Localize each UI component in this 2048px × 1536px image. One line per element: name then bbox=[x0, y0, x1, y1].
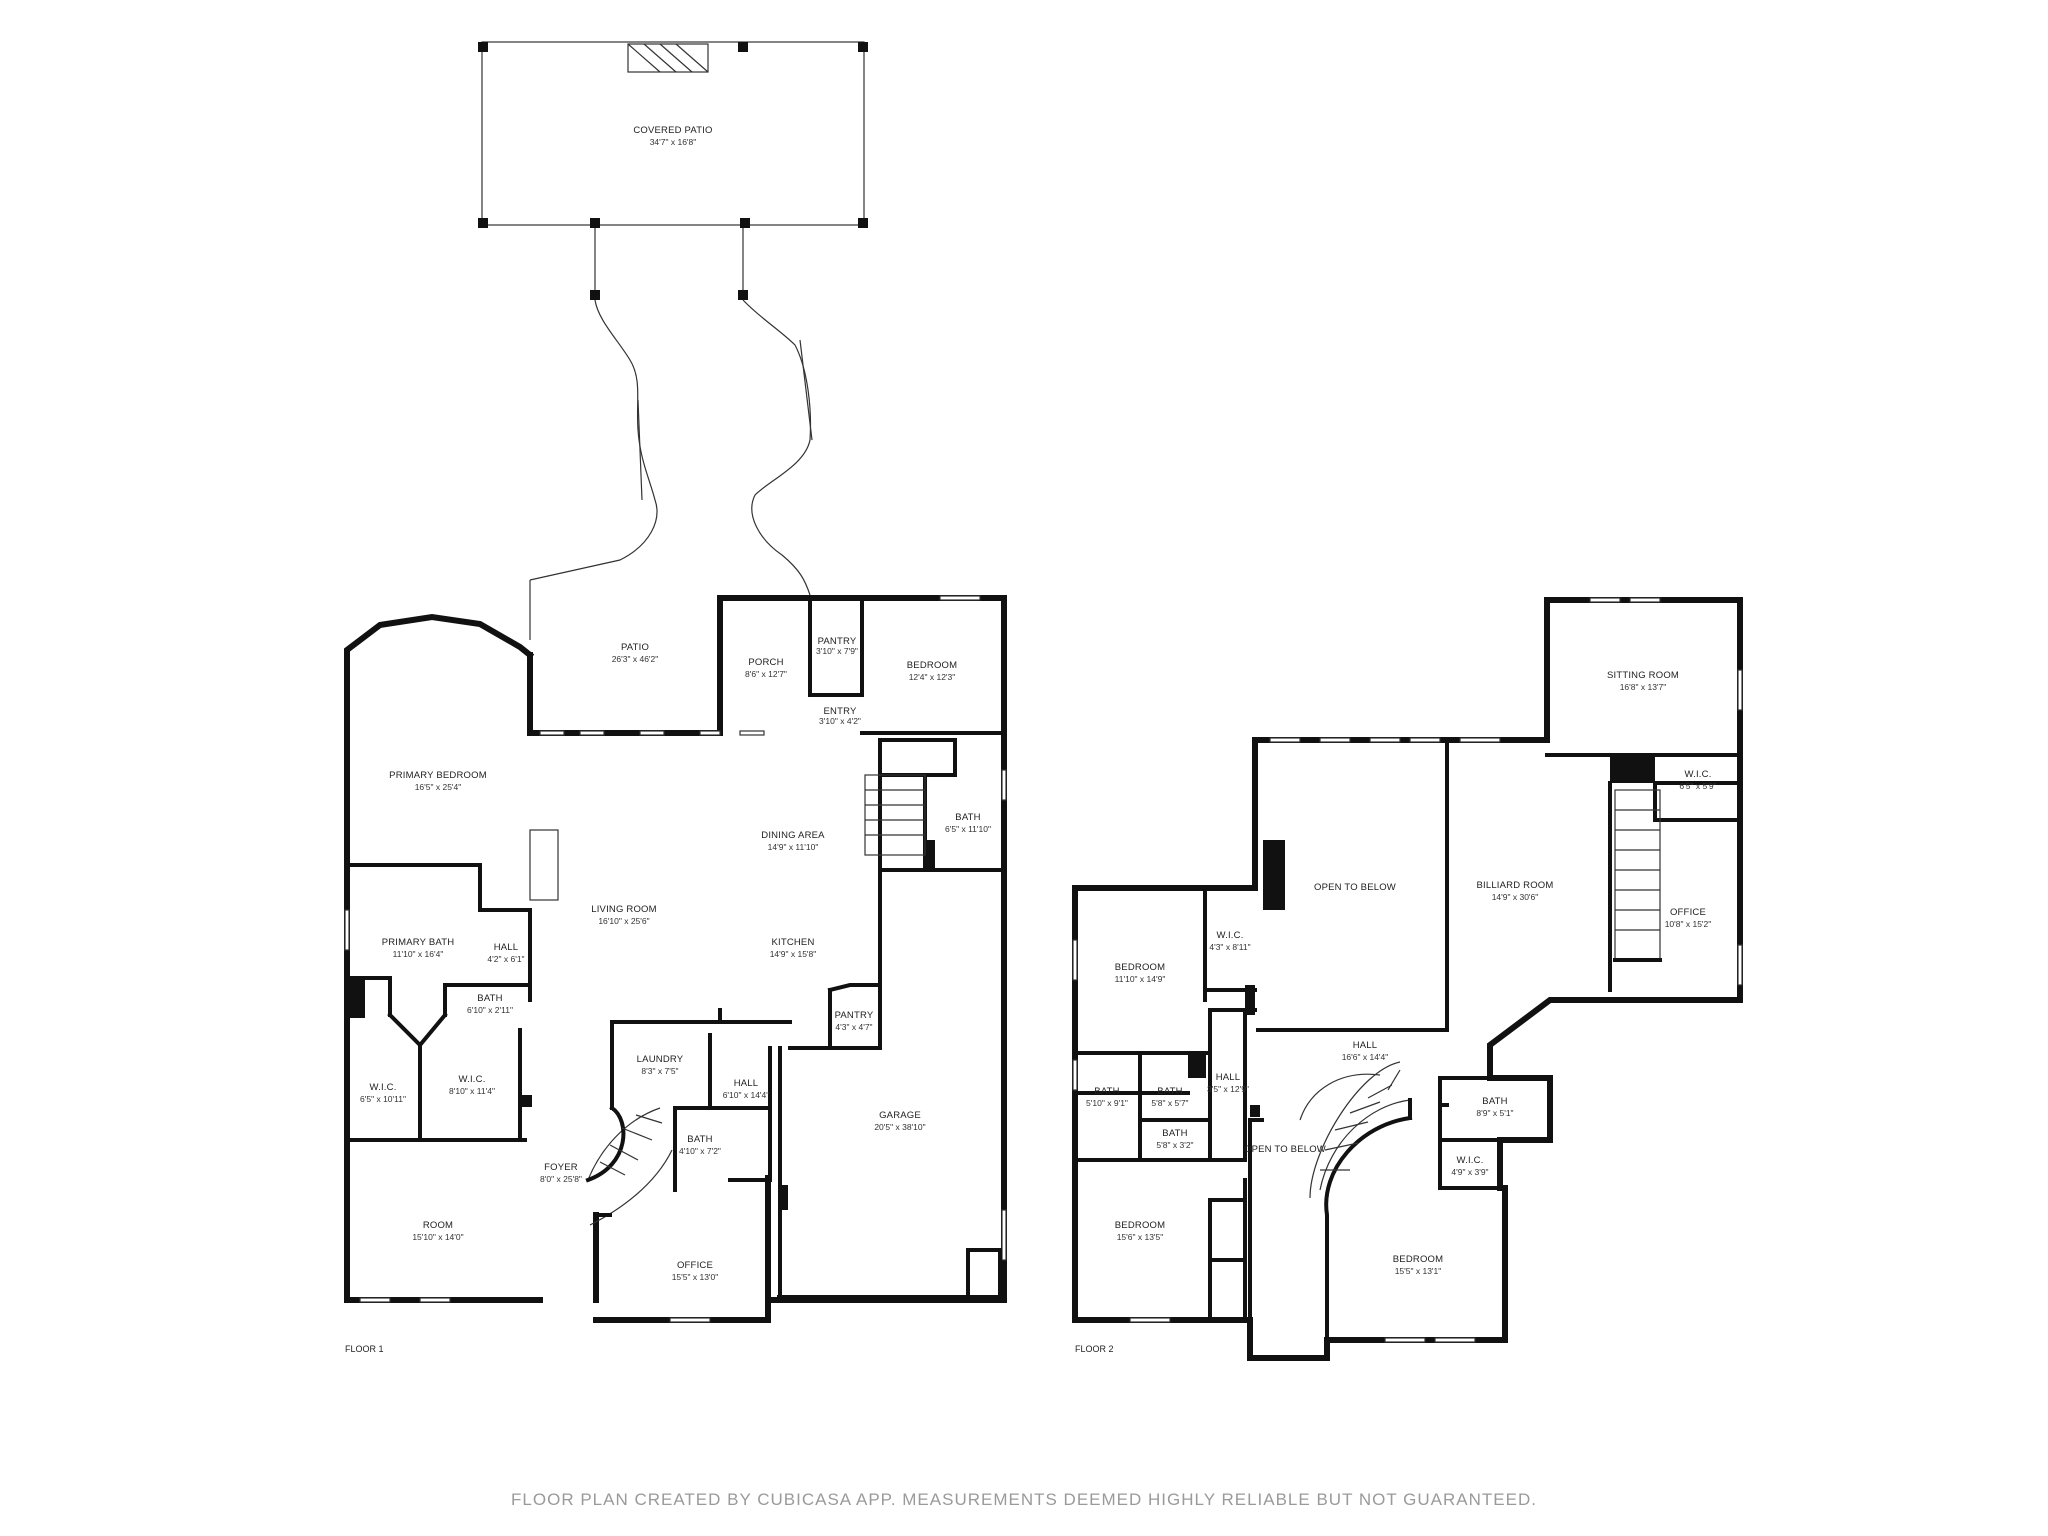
bath-5-name: BATH bbox=[1157, 1086, 1182, 1097]
wic-5-dim: 4'9" x 3'9" bbox=[1451, 1167, 1488, 1177]
pantry-1-dim: 3'10" x 7'9" bbox=[816, 646, 858, 656]
office-1-dim: 15'5" x 13'0" bbox=[672, 1272, 719, 1282]
primary-bath-dim: 11'10" x 16'4" bbox=[393, 949, 444, 959]
patio-name: PATIO bbox=[621, 642, 649, 653]
pantry-2-dim: 4'3" x 4'7" bbox=[835, 1022, 872, 1032]
floor-2: SITTING ROOM 16'8" x 13'7" W.I.C. 6'5" x… bbox=[1072, 597, 1743, 1361]
floor-1-label: FLOOR 1 bbox=[345, 1344, 384, 1354]
garage-dim: 20'5" x 38'10" bbox=[874, 1122, 925, 1132]
bath-2-name: BATH bbox=[477, 993, 502, 1004]
hall-1-dim: 4'2" x 6'1" bbox=[487, 954, 524, 964]
patio-path bbox=[529, 299, 813, 640]
dining-area-name: DINING AREA bbox=[761, 830, 825, 841]
floor-1-labels: COVERED PATIO 34'7" x 16'8" PATIO 26'3" … bbox=[345, 125, 991, 1354]
laundry-dim: 8'3" x 7'5" bbox=[641, 1066, 678, 1076]
covered-patio-name: COVERED PATIO bbox=[633, 125, 712, 136]
living-room-name: LIVING ROOM bbox=[591, 904, 657, 915]
floor-2-interior bbox=[1073, 738, 1742, 1342]
bath-4-name: BATH bbox=[1094, 1086, 1119, 1097]
living-room-dim: 16'10" x 25'6" bbox=[598, 916, 649, 926]
room-dim: 15'10" x 14'0" bbox=[412, 1232, 463, 1242]
primary-bath-name: PRIMARY BATH bbox=[382, 937, 455, 948]
open-to-below-2-label: OPEN TO BELOW bbox=[1244, 1144, 1326, 1155]
room-name: ROOM bbox=[423, 1220, 453, 1231]
hall-1-name: HALL bbox=[494, 942, 519, 953]
footer-disclaimer: FLOOR PLAN CREATED BY CUBICASA APP. MEAS… bbox=[511, 1490, 1537, 1509]
bath-4-dim: 5'10" x 9'1" bbox=[1086, 1098, 1128, 1108]
billiard-room-dim: 14'9" x 30'6" bbox=[1492, 892, 1539, 902]
open-to-below-1-label: OPEN TO BELOW bbox=[1314, 882, 1396, 893]
bedroom-2-name: BEDROOM bbox=[1115, 962, 1166, 973]
bath-1-name: BATH bbox=[955, 812, 980, 823]
bath-5-dim: 5'8" x 5'7" bbox=[1151, 1098, 1188, 1108]
covered-patio-dim: 34'7" x 16'8" bbox=[650, 137, 697, 147]
wic-2-name: W.I.C. bbox=[458, 1074, 485, 1085]
entry-name: ENTRY bbox=[823, 706, 856, 717]
floor-1-interior bbox=[345, 596, 1006, 1302]
primary-wing bbox=[344, 613, 535, 1303]
floor-2-labels: SITTING ROOM 16'8" x 13'7" W.I.C. 6'5" x… bbox=[1075, 670, 1717, 1354]
hall-2-dim: 6'10" x 14'4" bbox=[723, 1090, 770, 1100]
foyer-name: FOYER bbox=[544, 1162, 578, 1173]
sitting-room-dim: 16'8" x 13'7" bbox=[1620, 682, 1667, 692]
bath-3-name: BATH bbox=[687, 1134, 712, 1145]
pantry-2-name: PANTRY bbox=[835, 1010, 874, 1021]
kitchen-name: KITCHEN bbox=[771, 937, 814, 948]
bath-3-dim: 4'10" x 7'2" bbox=[679, 1146, 721, 1156]
floor-2-windows bbox=[1072, 597, 1743, 1343]
bath-7-dim: 5'8" x 3'2" bbox=[1156, 1140, 1193, 1150]
pantry-1-name: PANTRY bbox=[818, 636, 857, 647]
laundry-name: LAUNDRY bbox=[637, 1054, 684, 1065]
hall-2-name: HALL bbox=[734, 1078, 759, 1089]
foyer-dim: 8'0" x 25'8" bbox=[540, 1174, 582, 1184]
fireplace-icon bbox=[529, 829, 559, 901]
bath-6-name: BATH bbox=[1482, 1096, 1507, 1107]
wic-4-dim: 4'3" x 8'11" bbox=[1209, 942, 1250, 952]
kitchen-dim: 14'9" x 15'8" bbox=[770, 949, 817, 959]
wic-3-name: W.I.C. bbox=[1684, 769, 1711, 780]
entry-dim: 3'10" x 4'2" bbox=[819, 716, 861, 726]
wic-4-name: W.I.C. bbox=[1216, 930, 1243, 941]
office-2-name: OFFICE bbox=[1670, 907, 1706, 918]
office-2-dim: 10'8" x 15'2" bbox=[1665, 919, 1712, 929]
office-1-name: OFFICE bbox=[677, 1260, 713, 1271]
hall-4-dim: 3'5" x 12'9" bbox=[1207, 1084, 1249, 1094]
primary-bedroom-dim: 16'5" x 25'4" bbox=[415, 782, 462, 792]
floor-1: COVERED PATIO 34'7" x 16'8" PATIO 26'3" … bbox=[344, 41, 1007, 1354]
hall-3-name: HALL bbox=[1353, 1040, 1378, 1051]
wic-3-dim: 6'5" x 5'9" bbox=[1679, 781, 1716, 791]
bedroom-4-name: BEDROOM bbox=[1393, 1254, 1444, 1265]
porch-dim: 8'6" x 12'7" bbox=[745, 669, 787, 679]
primary-bedroom-name: PRIMARY BEDROOM bbox=[389, 770, 487, 781]
bath-2-dim: 6'10" x 2'11" bbox=[467, 1005, 513, 1015]
billiard-room-name: BILLIARD ROOM bbox=[1476, 880, 1553, 891]
floor-1-windows bbox=[344, 595, 1007, 1323]
floor-1-exterior bbox=[344, 595, 1007, 1323]
dining-area-dim: 14'9" x 11'10" bbox=[768, 842, 819, 852]
patio-dim: 26'3" x 46'2" bbox=[612, 654, 659, 664]
wic-1-name: W.I.C. bbox=[369, 1082, 396, 1093]
bath-7-name: BATH bbox=[1162, 1128, 1187, 1139]
bath-6-dim: 8'9" x 5'1" bbox=[1476, 1108, 1513, 1118]
wic-1-dim: 6'5" x 10'11" bbox=[360, 1094, 406, 1104]
wic-5-name: W.I.C. bbox=[1456, 1155, 1483, 1166]
bath-1-dim: 6'5" x 11'10" bbox=[945, 824, 991, 834]
floor-2-label: FLOOR 2 bbox=[1075, 1344, 1114, 1354]
garage-name: GARAGE bbox=[879, 1110, 921, 1121]
covered-patio-structure bbox=[478, 41, 868, 300]
bedroom-4-dim: 15'5" x 13'1" bbox=[1395, 1266, 1442, 1276]
bedroom-3-dim: 15'6" x 13'5" bbox=[1117, 1232, 1164, 1242]
hall-4-name: HALL bbox=[1216, 1072, 1241, 1083]
sitting-room-name: SITTING ROOM bbox=[1607, 670, 1679, 681]
fireplace-icon bbox=[627, 43, 709, 73]
bedroom-1-dim: 12'4" x 12'3" bbox=[909, 672, 956, 682]
porch-name: PORCH bbox=[748, 657, 783, 668]
bedroom-3-name: BEDROOM bbox=[1115, 1220, 1166, 1231]
bedroom-2-dim: 11'10" x 14'9" bbox=[1115, 974, 1166, 984]
hall-3-dim: 16'6" x 14'4" bbox=[1342, 1052, 1389, 1062]
wic-2-dim: 8'10" x 11'4" bbox=[449, 1086, 495, 1096]
bedroom-1-name: BEDROOM bbox=[907, 660, 958, 671]
floor-2-exterior bbox=[1072, 597, 1743, 1361]
